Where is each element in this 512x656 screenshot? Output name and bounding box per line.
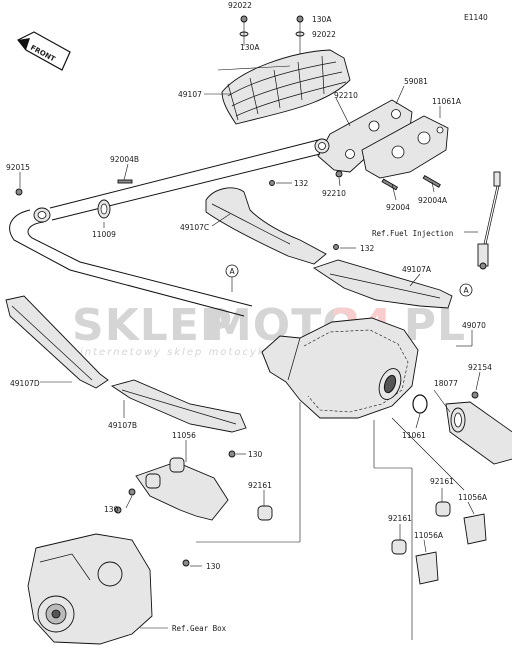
studs <box>335 170 441 191</box>
callout-49107D: 49107D <box>10 379 40 388</box>
callout-92022-2: 92022 <box>312 30 336 39</box>
callout-49107B: 49107B <box>108 421 137 430</box>
ref-A: A A <box>225 264 473 297</box>
callout-92004B: 92004B <box>110 155 139 164</box>
callout-130A-2: 130A <box>312 15 332 24</box>
callout-130-3: 130 <box>206 562 221 571</box>
bracket-11056 <box>114 450 236 567</box>
heat-guard-49107C <box>205 180 339 265</box>
callout-130-1: 130 <box>248 450 263 459</box>
callout-49107C: 49107C <box>180 223 209 232</box>
nut-92015 <box>15 188 23 196</box>
callout-labels: 92022 130A 130A 92022 49107 59081 11061A… <box>6 1 492 633</box>
callout-92210-2: 92210 <box>322 189 346 198</box>
ref-a-label-2: A <box>464 286 470 295</box>
leader-lines <box>19 65 481 640</box>
rubber-dampers <box>257 501 487 585</box>
callout-92161-3: 92161 <box>388 514 412 523</box>
callout-92210-1: 92210 <box>334 91 358 100</box>
callout-132-1: 132 <box>294 179 309 188</box>
callout-11009: 11009 <box>92 230 116 239</box>
callout-11061: 11061 <box>402 431 426 440</box>
callout-92161-2: 92161 <box>430 477 454 486</box>
heat-guard-49107A <box>312 259 453 309</box>
muffler-49070 <box>261 317 419 419</box>
callout-92015: 92015 <box>6 163 30 172</box>
end-cap-18077 <box>412 391 512 465</box>
front-arrow-icon: FRONT <box>17 31 71 71</box>
diagram-code: E1140 <box>464 13 488 22</box>
ref-gear-box: Ref.Gear Box <box>172 624 227 633</box>
callout-49070: 49070 <box>462 321 486 330</box>
callout-132-2: 132 <box>360 244 375 253</box>
callout-49107A: 49107A <box>402 265 432 274</box>
ref-fuel-injection: Ref.Fuel Injection <box>372 229 453 238</box>
header-pipe <box>9 139 321 317</box>
callout-92004: 92004 <box>386 203 410 212</box>
callout-130A-1: 130A <box>240 43 260 52</box>
callout-11061A: 11061A <box>432 97 462 106</box>
o2-sensor <box>477 171 501 270</box>
stud-92004B <box>117 179 133 184</box>
callout-18077: 18077 <box>434 379 458 388</box>
callout-49107: 49107 <box>178 90 202 99</box>
top-fasteners <box>239 15 305 60</box>
callout-92154: 92154 <box>468 363 492 372</box>
callout-130-2: 130 <box>104 505 119 514</box>
gasket-11009 <box>97 199 111 219</box>
gearbox <box>27 533 153 645</box>
callout-92022-top: 92022 <box>228 1 252 10</box>
watermark-tagline: internetowy sklep motocyklowy <box>80 347 297 358</box>
callout-92161-1: 92161 <box>248 481 272 490</box>
exhaust-manifold-59081 <box>314 99 413 173</box>
watermark-brand-a: SKLEP <box>72 300 233 351</box>
callout-11056A-1: 11056A <box>458 493 488 502</box>
callout-92004A: 92004A <box>418 196 448 205</box>
ref-a-label-1: A <box>230 267 236 276</box>
gasket-11061A <box>361 115 449 179</box>
callout-11056: 11056 <box>172 431 196 440</box>
heat-guard-49107B <box>110 379 247 433</box>
heat-guard-49107D <box>5 295 109 389</box>
callout-11056A-2: 11056A <box>414 531 444 540</box>
callout-59081: 59081 <box>404 77 428 86</box>
heat-guard-49107 <box>221 49 351 125</box>
